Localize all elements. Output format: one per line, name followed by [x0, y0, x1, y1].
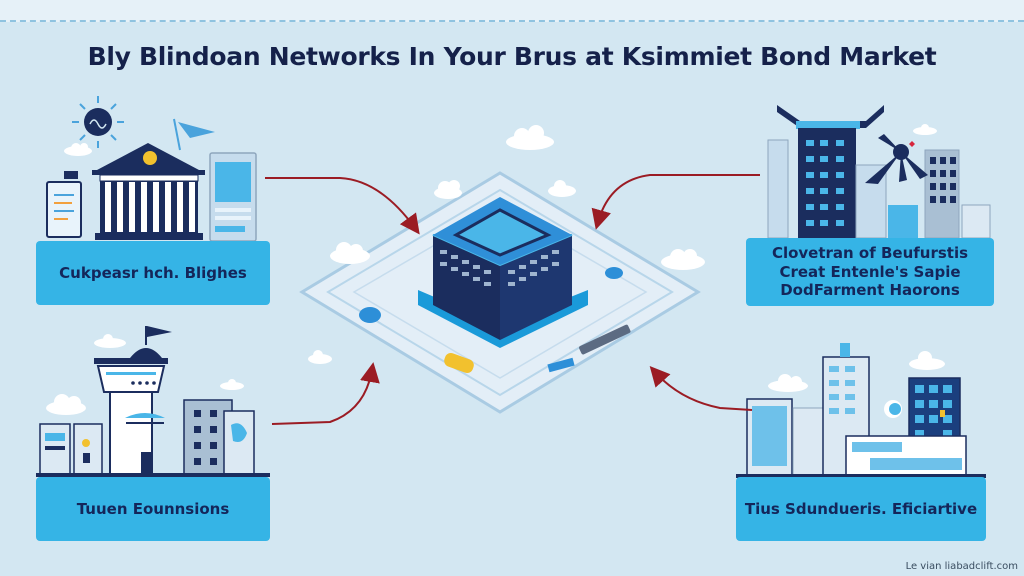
label-text: Cukpeasr hch. Blighes [59, 263, 247, 282]
battery-icon [444, 352, 474, 374]
flag-icon [173, 118, 215, 151]
label-text-line-2: Creat Entenle's Sapie [779, 262, 961, 281]
page-title: Bly Blindoan Networks In Your Brus at Ks… [87, 42, 937, 71]
cloud-icon [913, 124, 937, 135]
globe-icon [884, 400, 902, 418]
label-text: Tius Sdundueris. Eficiartive [744, 499, 978, 518]
watermark: Le vian liabadclift.com [905, 561, 1018, 572]
office-district-icon [736, 343, 986, 478]
node-icon [359, 267, 623, 373]
label-text-line-3: DodFarment Haorons [780, 281, 960, 300]
bank-building-icon [92, 143, 205, 240]
clipboard-icon [46, 171, 82, 238]
server-rack-icon [579, 324, 631, 355]
sun-icon [72, 96, 124, 148]
label-box-top-right: Clovetran of Beufurstis Creat Entenle's … [746, 238, 994, 306]
cloud-icon [64, 143, 92, 156]
cloud-icon [548, 180, 576, 197]
label-box-bottom-right: Tius Sdundueris. Eficiartive [736, 477, 986, 541]
label-text: Tuuen Eounnsions [76, 499, 230, 518]
cloud-icon [434, 180, 462, 199]
arrow-bottom-right-to-hub [649, 366, 753, 411]
data-center-building-icon [418, 197, 588, 348]
wind-turbine-icon [865, 134, 928, 184]
civic-building-icon [36, 326, 270, 477]
city-skyline-icon [767, 105, 991, 239]
cloud-icon [768, 374, 808, 392]
arrow-bottom-left-to-hub [271, 362, 380, 425]
cloud-icon [94, 334, 126, 348]
cloud-icon [308, 350, 332, 364]
cloud-icon [909, 351, 945, 370]
arrow-top-left-to-hub [265, 177, 420, 235]
cloud-icon [220, 379, 244, 390]
arrow-top-right-to-hub [591, 174, 760, 230]
label-box-bottom-left: Tuuen Eounnsions [36, 477, 270, 541]
document-panel-icon [209, 152, 257, 242]
cloud-icon [46, 394, 86, 415]
top-decorative-band [0, 0, 1024, 22]
cloud-icon [661, 249, 705, 270]
cloud-icon [330, 242, 370, 264]
cloud-icon [506, 125, 554, 150]
label-box-top-left: Cukpeasr hch. Blighes [36, 241, 270, 305]
label-text-line-1: Clovetran of Beufurstis [771, 243, 969, 262]
